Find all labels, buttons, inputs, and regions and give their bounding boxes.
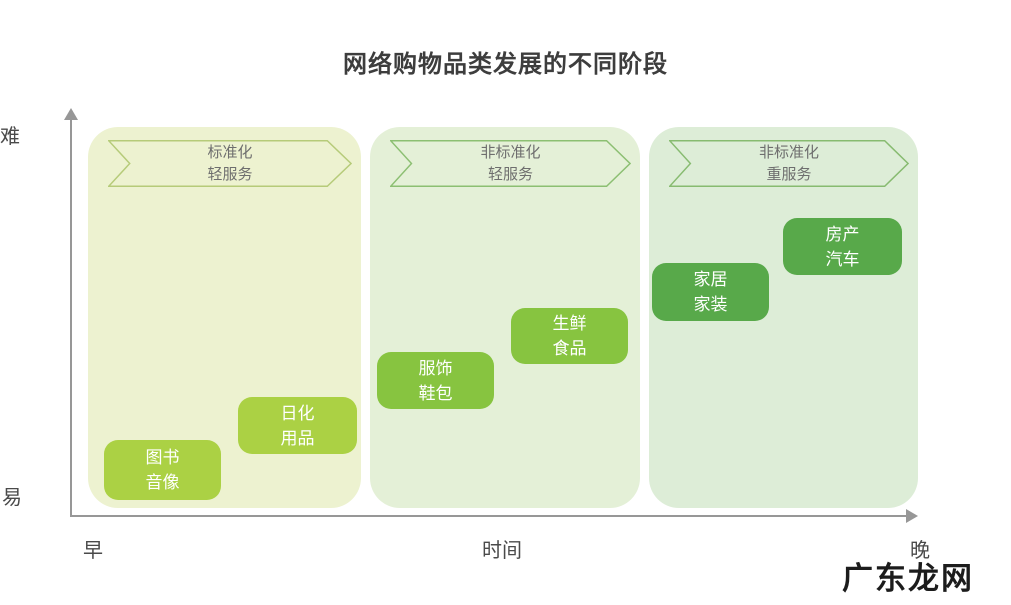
x-axis-left-label: 早 [83,540,103,562]
stage-banner: 非标准化 重服务 [669,140,909,187]
category-label-line1: 图书 [145,448,180,467]
y-axis-bottom-label: 易 [2,487,22,509]
category-label-line1: 生鲜 [552,314,587,333]
x-axis-title: 时间 [482,540,522,562]
stage-label: 非标准化 轻服务 [390,140,631,187]
stage-panel-nonstandardized-light-service: 非标准化 轻服务 服饰 鞋包 生鲜 食品 [370,127,640,508]
category-label-line1: 服饰 [418,358,453,378]
x-axis-right-label: 晚 [910,540,930,562]
category-label-line2: 汽车 [825,249,860,269]
y-axis-line [70,118,72,516]
banner-arrow-shape [108,140,352,187]
category-box-fresh-food: 生鲜 食品 [511,308,628,364]
category-label-line2: 食品 [552,339,587,358]
stage-label-line1: 非标准化 [480,143,541,161]
stage-label: 标准化 轻服务 [108,140,352,187]
category-label-line2: 用品 [280,428,315,448]
x-axis-line [70,515,908,517]
category-label-line2: 鞋包 [418,383,453,403]
banner-arrow-outline [390,140,631,187]
watermark: 广东龙网 [842,561,974,596]
stage-label-line1: 非标准化 [758,143,819,161]
category-label-line2: 音像 [145,473,180,492]
banner-arrow-shape [390,140,631,187]
category-box-realestate-cars: 房产 汽车 [783,218,902,275]
category-label-line2: 家装 [693,295,728,314]
stage-banner: 标准化 轻服务 [108,140,352,187]
stage-label-line2: 轻服务 [207,165,253,183]
category-label-line1: 家居 [693,270,728,289]
category-box-home-furnishing: 家居 家装 [652,263,769,321]
stage-label-line2: 轻服务 [487,165,533,183]
category-box-daily-chemicals: 日化 用品 [238,397,357,454]
stage-banner: 非标准化 轻服务 [390,140,631,187]
stage-label-line1: 标准化 [207,143,253,161]
banner-arrow-outline [108,140,352,187]
category-box-clothing-shoes-bags: 服饰 鞋包 [377,352,494,409]
y-axis-arrow-icon [64,108,78,120]
category-label-line1: 日化 [280,403,315,423]
category-box-books-audio: 图书 音像 [104,440,221,500]
stage-panel-nonstandardized-heavy-service: 非标准化 重服务 家居 家装 房产 汽车 [649,127,918,508]
stage-label-line2: 重服务 [766,165,812,183]
y-axis-top-label: 难 [0,126,20,148]
stage-label: 非标准化 重服务 [669,140,909,187]
banner-arrow-shape [669,140,909,187]
banner-arrow-outline [669,140,909,187]
category-label-line1: 房产 [825,224,860,244]
diagram-title: 网络购物品类发展的不同阶段 [343,51,668,78]
stage-panel-standardized-light-service: 标准化 轻服务 图书 音像 日化 用品 [88,127,361,508]
x-axis-arrow-icon [906,509,918,523]
